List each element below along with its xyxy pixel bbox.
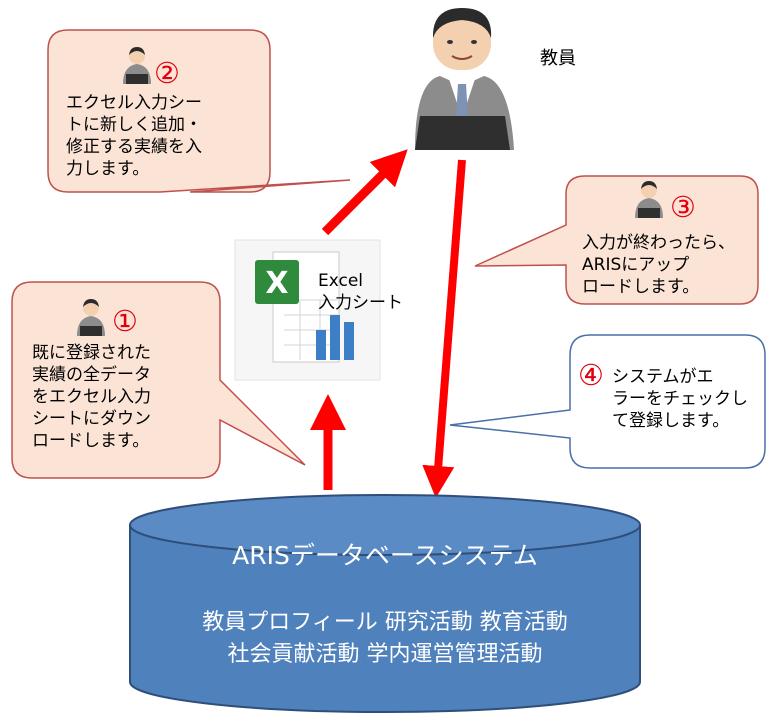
callout-4-shape [449,334,766,469]
teacher-label: 教員 [540,48,576,69]
arrow-down-to-db [422,159,466,498]
teacher-icon [415,8,514,150]
teacher-small-icon-3 [635,181,663,218]
database-line-1: 教員プロフィール 研究活動 教育活動 [202,610,568,635]
svg-text:X: X [265,266,288,301]
step-3-number: ③ [670,190,696,224]
excel-label-line1: Excel [318,271,364,291]
database-title: ARISデータベースシステム [232,541,538,570]
teacher-small-icon-2 [123,47,151,84]
step-4-text: システムがエ ラーをチェックし て登録します。 [612,367,748,431]
database-line-2: 社会貢献活動 学内運営管理活動 [227,642,543,667]
step-3-text: 入力が終わったら、 ARISにアップ ロードします。 [582,233,735,297]
step-2-text: エクセル入力シー トに新しく追加・ 修正する実績を入 力します。 [66,93,202,179]
callout-2-shape [47,29,351,193]
excel-label-line2: 入力シート [318,293,403,313]
step-4-number: ④ [578,358,604,392]
teacher-small-icon-1 [77,299,105,336]
arrow-up-to-teacher [321,149,408,236]
callout-3-shape [474,175,759,305]
step-1-text: 既に登録された 実績の全データ をエクセル入力 シートにダウン ロードします。 [32,343,151,451]
database-cylinder [129,494,641,713]
step-2-number: ② [154,56,180,90]
excel-icon: X [234,239,381,381]
step-1-number: ① [112,304,138,338]
